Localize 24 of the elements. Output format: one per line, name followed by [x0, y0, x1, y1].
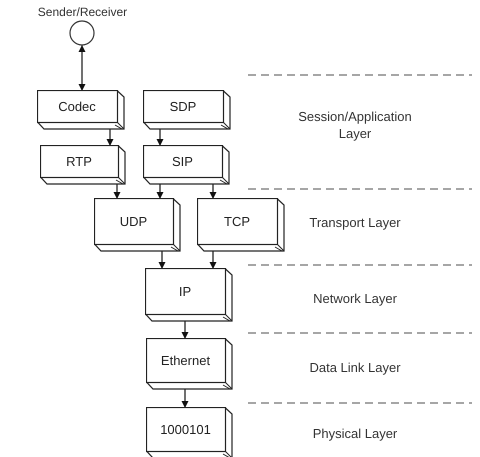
layer-block: 1000101 — [146, 407, 233, 457]
arrow — [182, 321, 188, 339]
layer-label: Network Layer — [312, 290, 398, 307]
arrow — [156, 184, 164, 199]
arrow — [210, 184, 216, 199]
layer-label: Data Link Layer — [308, 359, 402, 376]
arrow — [78, 45, 86, 91]
layer-label: Transport Layer — [308, 214, 402, 231]
layer-label: Session/Application Layer — [297, 108, 413, 142]
arrow — [106, 129, 114, 146]
arrow — [210, 251, 216, 269]
layer-block: IP — [145, 268, 233, 322]
layer-block: Ethernet — [146, 338, 233, 390]
layer-block: SIP — [143, 145, 230, 185]
layer-block: UDP — [94, 198, 181, 252]
layer-block: Codec — [37, 90, 125, 130]
arrow — [182, 389, 188, 408]
layer-block: SDP — [143, 90, 231, 130]
layer-label: Physical Layer — [312, 425, 398, 442]
arrow — [156, 129, 164, 146]
arrow — [114, 184, 120, 199]
arrow — [158, 251, 166, 269]
layer-block: RTP — [40, 145, 126, 185]
layer-block: TCP — [197, 198, 285, 252]
